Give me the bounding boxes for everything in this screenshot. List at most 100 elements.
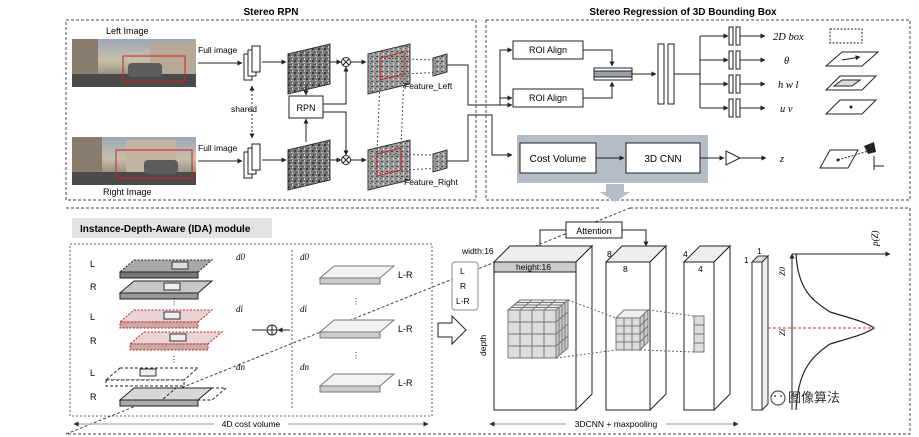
output-z: z [779, 154, 784, 165]
roi-align-top-label: ROI Align [529, 45, 567, 55]
arrow-to-roi-top [492, 47, 513, 106]
arrow-roi-concat-bottom [583, 81, 615, 99]
cube-grid-8 [614, 308, 650, 352]
pz-label: p(Z) [870, 230, 880, 247]
dimension-icon [824, 75, 878, 91]
mid-d0-label: d0 [300, 252, 310, 262]
multiply-node-top [341, 57, 351, 67]
full-image-top-label: Full image [198, 45, 237, 55]
backbone-bottom [243, 143, 261, 179]
probability-column [750, 254, 770, 412]
slab-r0 [118, 280, 214, 300]
di-label: di [236, 304, 244, 314]
mid-di-label: di [300, 304, 308, 314]
arrow-to-roi-bottom [499, 95, 513, 105]
attention-link-out [622, 229, 649, 247]
z0-label: Z0 [777, 266, 787, 276]
depth-label: depth [478, 334, 488, 356]
channel-label-8a: 8 [607, 249, 612, 259]
depth-icon [819, 142, 884, 170]
cost-volume-box [519, 142, 597, 174]
feature-left-map [432, 53, 448, 77]
cost-volume-label: Cost Volume [530, 154, 587, 165]
orientation-icon [824, 51, 880, 67]
right-image-label: Right Image [103, 187, 152, 197]
cube-grid-16 [506, 298, 570, 360]
slab-ln [104, 367, 200, 387]
one-label-a: 1 [744, 256, 749, 265]
vertical-ellipsis-left-2: ⋮ [170, 355, 178, 364]
cube-grid-4 [693, 315, 705, 353]
row-label-ri: R [90, 336, 97, 346]
cost-volume-caption: 4D cost volume [222, 419, 281, 429]
head-arrows [740, 33, 766, 111]
branch-arrows [700, 33, 729, 111]
shared-label: shared [231, 104, 257, 114]
lr-label-2: L-R [398, 378, 413, 388]
output-2d-box: 2D box [773, 32, 804, 43]
output-theta: θ [784, 56, 789, 67]
volume-4 [682, 244, 732, 412]
feature-map-top [287, 43, 331, 95]
roi-projection-6 [400, 167, 445, 171]
row-label-ln: L [90, 368, 95, 378]
backbone-top [243, 45, 261, 81]
diff-slab-n [318, 373, 396, 393]
ida-title: Instance-Depth-Aware (IDA) module [80, 224, 251, 235]
softmax-triangle [725, 150, 742, 166]
legend-l: L [460, 266, 465, 276]
ida-panel [65, 207, 911, 435]
fc-layers [657, 43, 675, 105]
head-layers [728, 26, 741, 118]
bbox-2d-icon [829, 28, 863, 44]
flow-arrow [437, 314, 467, 346]
channel-label-4b: 4 [698, 264, 703, 274]
feature-left-label: Feature_Left [404, 81, 453, 91]
cnn-caption: 3DCNN + maxpooling [575, 419, 658, 429]
feature-map-bottom [287, 139, 331, 191]
roi-projection-5 [376, 153, 434, 156]
height-label: height:16 [516, 262, 551, 272]
legend-lr: L-R [456, 296, 470, 306]
slab-rn [118, 387, 228, 407]
left-image [72, 39, 196, 87]
row-label-l0: L [90, 259, 95, 269]
roi-align-bottom-label: ROI Align [529, 93, 567, 103]
arrow-rpn-mult-bottom [323, 111, 349, 156]
output-hwl: h w l [778, 80, 799, 91]
attention-link-in [539, 229, 566, 246]
connector-right [447, 114, 513, 162]
stereo-rpn-panel [65, 19, 477, 201]
diff-slab-0 [318, 265, 396, 285]
watermark: 图像算法 [770, 390, 840, 406]
row-label-r0: R [90, 282, 97, 292]
full-image-bottom-label: Full image [198, 143, 237, 153]
regression-panel [485, 19, 911, 201]
channel-label-4a: 4 [683, 249, 688, 259]
vertical-ellipsis-mid-1: ⋮ [352, 297, 360, 306]
output-uv: u v [780, 104, 793, 115]
one-label-b: 1 [757, 247, 762, 256]
vertical-ellipsis-mid-2: ⋮ [352, 351, 360, 360]
feature-right-map [432, 149, 448, 173]
vertical-ellipsis-left-1: ⋮ [170, 297, 178, 306]
slab-ri [128, 331, 224, 351]
grid-projections [555, 299, 695, 359]
left-image-label: Left Image [106, 26, 149, 36]
lr-label-1: L-R [398, 324, 413, 334]
diff-slab-i [318, 319, 396, 339]
ida-title-bg [72, 218, 272, 238]
regression-title: Stereo Regression of 3D Bounding Box [589, 7, 777, 18]
right-image [72, 137, 196, 185]
concat-feature [593, 67, 633, 81]
cost-volume-caption-bg [214, 417, 288, 430]
pz-curve [795, 253, 876, 411]
watermark-text: 图像算法 [788, 390, 840, 405]
multiply-node-bottom [341, 155, 351, 165]
cost-volume-4d-panel [69, 243, 433, 417]
attention-label: Attention [576, 226, 612, 236]
channel-label-8b: 8 [623, 264, 628, 274]
connector-left [447, 64, 513, 108]
cnn-3d-box [625, 142, 701, 174]
